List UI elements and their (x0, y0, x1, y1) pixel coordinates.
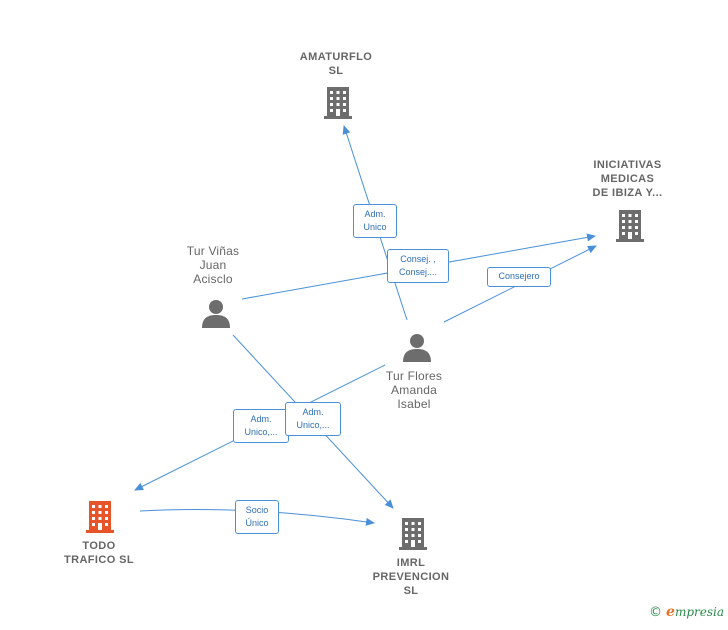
node-label-imrl[interactable]: IMRL PREVENCION SL (372, 557, 450, 597)
node-label-amaturflo[interactable]: AMATURFLO SL (299, 51, 373, 77)
edge-label-consej-iniciativas[interactable]: Consej. , Consej.... (387, 249, 449, 283)
brand-logo: ©empresia (649, 604, 724, 620)
person-icon (403, 334, 431, 362)
node-label-tur-flores[interactable]: Tur Flores Amanda Isabel (385, 369, 443, 411)
node-label-iniciativas[interactable]: INICIATIVAS MEDICAS DE IBIZA Y... (592, 159, 663, 199)
node-label-todo-trafico[interactable]: TODO TRAFICO SL (64, 540, 134, 566)
node-label-tur-vinas[interactable]: Tur Viñas Juan Acisclo (186, 244, 240, 286)
building-icon (616, 210, 644, 242)
person-icon (202, 300, 230, 328)
edge-label-consejero[interactable]: Consejero (487, 267, 551, 287)
copyright-symbol: © (649, 605, 663, 620)
edge-label-adm-unico-todo[interactable]: Adm. Unico,... (233, 409, 289, 443)
building-icon (399, 518, 427, 550)
building-icon (86, 501, 114, 533)
edge-label-adm-unico-imrl[interactable]: Adm. Unico,... (285, 402, 341, 436)
brand-name: mpresia (674, 605, 724, 619)
building-icon (324, 87, 352, 119)
edge-label-socio-unico[interactable]: Socio Único (235, 500, 279, 534)
edge-label-adm-unico-amaturflo[interactable]: Adm. Unico (353, 204, 397, 238)
brand-first-letter: e (666, 604, 675, 620)
